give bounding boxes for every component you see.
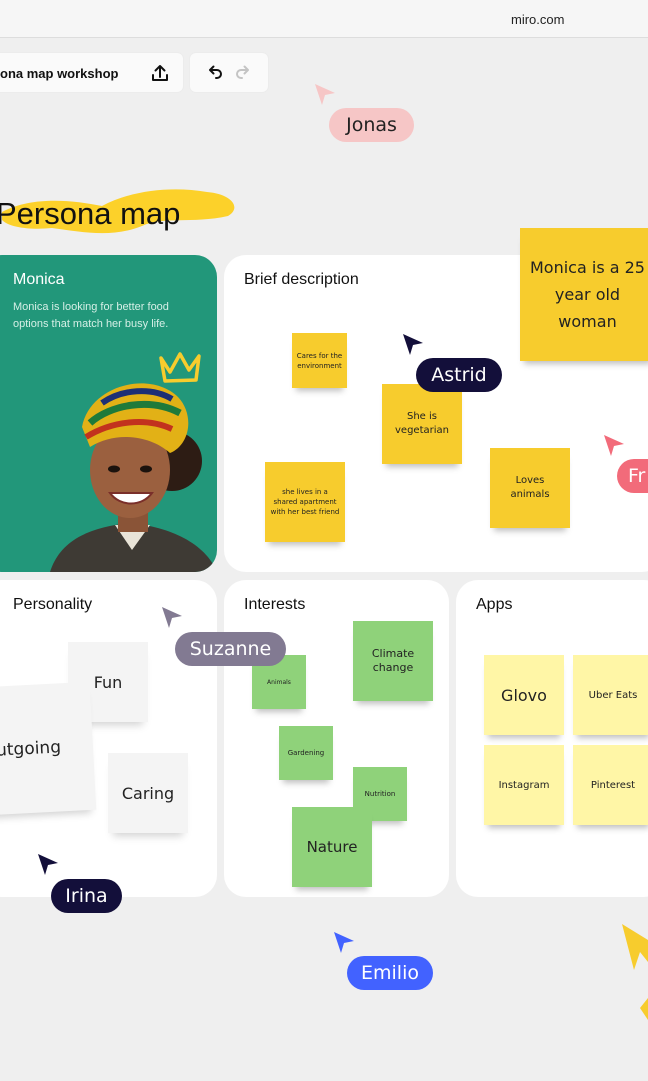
persona-description: Monica is looking for better food option… <box>13 301 169 330</box>
history-toolbar <box>190 53 268 92</box>
sticky-note[interactable]: She is vegetarian <box>382 384 462 464</box>
brief-title: Brief description <box>244 271 359 288</box>
cursor-arrow-icon <box>602 433 626 457</box>
cursor-arrow-icon <box>313 82 337 106</box>
cursor-tag-emilio: Emilio <box>347 956 433 990</box>
cursor-arrow-icon <box>640 998 648 1020</box>
board-toolbar: ona map workshop <box>0 53 183 92</box>
sticky-note[interactable]: Nature <box>292 807 372 887</box>
sticky-note[interactable]: Uber Eats <box>573 655 648 735</box>
persona-name: Monica <box>13 271 65 288</box>
crown-icon <box>156 348 204 393</box>
sticky-note[interactable]: Climate change <box>353 621 433 701</box>
cursor-arrow-icon <box>36 852 60 876</box>
cursor-tag-jonas: Jonas <box>329 108 414 142</box>
sticky-note[interactable]: she lives in a shared apartment with her… <box>265 462 345 542</box>
persona-card[interactable]: Monica Monica is looking for better food… <box>0 255 217 572</box>
sticky-note[interactable]: Loves animals <box>490 448 570 528</box>
cursor-name: Astrid <box>431 364 487 386</box>
sticky-note[interactable]: Glovo <box>484 655 564 735</box>
sticky-note[interactable]: Instagram <box>484 745 564 825</box>
cursor-tag-astrid: Astrid <box>416 358 502 392</box>
cursor-arrow-icon <box>332 930 356 954</box>
cursor-name: Fr <box>628 465 646 487</box>
sticky-note[interactable]: Caring <box>108 753 188 833</box>
title-highlight <box>2 189 235 234</box>
sticky-note[interactable]: Pinterest <box>573 745 648 825</box>
cursor-arrow-icon <box>620 922 648 970</box>
redo-icon[interactable] <box>233 62 255 84</box>
cursor-name: Emilio <box>361 962 419 984</box>
sticky-note[interactable]: Gardening <box>279 726 333 780</box>
url-label[interactable]: miro.com <box>511 12 565 27</box>
sticky-note[interactable]: utgoing <box>0 681 97 817</box>
share-icon[interactable] <box>149 62 171 84</box>
persona-photo <box>50 383 217 572</box>
apps-card[interactable]: Apps <box>456 580 648 897</box>
sticky-note[interactable]: Cares for the environment <box>292 333 347 388</box>
undo-icon[interactable] <box>203 62 225 84</box>
cursor-name: Jonas <box>346 114 397 136</box>
browser-bar: miro.com <box>0 0 648 38</box>
cursor-name: Suzanne <box>189 638 272 660</box>
board-name[interactable]: ona map workshop <box>0 66 119 81</box>
cursor-arrow-icon <box>160 605 184 629</box>
page-title[interactable]: Persona map <box>0 196 181 231</box>
cursor-arrow-icon <box>401 332 425 356</box>
apps-title: Apps <box>476 596 513 613</box>
personality-title: Personality <box>13 596 93 613</box>
cursor-tag-fr: Fr <box>617 459 648 493</box>
cursor-tag-suzanne: Suzanne <box>175 632 286 666</box>
sticky-note[interactable]: Monica is a 25 year old woman <box>520 228 648 361</box>
cursor-name: Irina <box>65 885 108 907</box>
cursor-tag-irina: Irina <box>51 879 122 913</box>
interests-title: Interests <box>244 596 306 613</box>
